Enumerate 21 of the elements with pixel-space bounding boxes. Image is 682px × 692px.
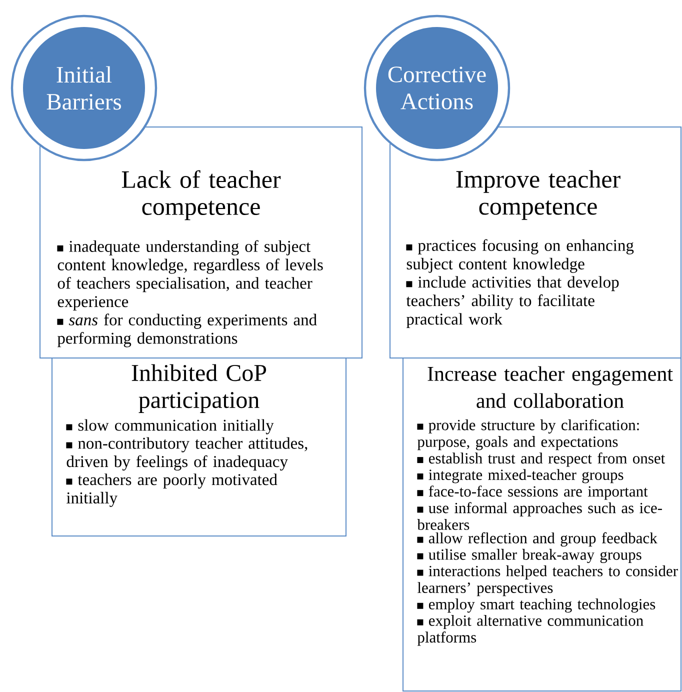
circle-badge: Initial Barriers	[10, 14, 158, 162]
circle-badge: Corrective Actions	[364, 14, 510, 162]
box-heading: Inhibited CoP participation	[132, 364, 266, 413]
text-box	[52, 358, 346, 536]
bullet-item: teachers are poorly motivated initially	[66, 474, 278, 507]
bullet-item: face-to-face sessions are important	[417, 486, 648, 500]
node-label: Initial Barriers	[46, 66, 122, 110]
bullet-item: utilise smaller break-away groups	[417, 548, 642, 564]
text-box	[402, 358, 682, 692]
bullet-item: exploit alternative communication platforms	[417, 614, 644, 646]
node-label: Corrective Actions	[388, 66, 486, 110]
bullet-item: establish trust and respect from onset	[417, 452, 666, 467]
bullet-item: employ smart teaching technologies	[417, 598, 656, 613]
bullet-item: sans for conducting experiments and performing demonstrations	[57, 314, 317, 348]
bullet-item: allow reflection and group feedback	[417, 532, 658, 547]
bullet-item: slow communication initially	[66, 419, 274, 434]
bullet-item: include activities that develop teachers’ ability to facilitate practical work	[406, 276, 619, 328]
box-heading: Increase teacher engagement and collaboration	[428, 366, 673, 408]
box-heading: Lack of teacher competence	[122, 170, 281, 220]
box-heading: Improve teacher competence	[456, 170, 620, 220]
bullet-item: integrate mixed-teacher groups	[417, 469, 624, 484]
